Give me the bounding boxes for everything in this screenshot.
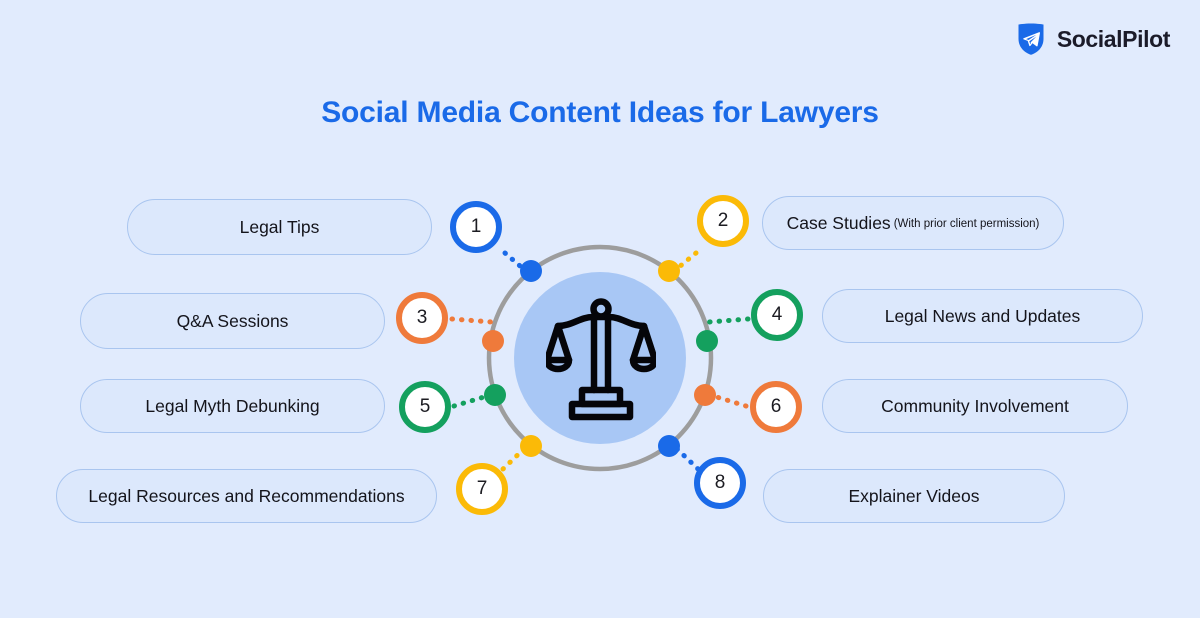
pill-label: Legal Tips bbox=[239, 216, 320, 237]
badge-7[interactable]: 7 bbox=[456, 463, 508, 515]
badge-number: 4 bbox=[771, 304, 783, 325]
pill-label: Legal Resources and Recommendations bbox=[88, 485, 405, 506]
ring-dot-5 bbox=[484, 384, 506, 406]
pill-sublabel: (With prior client permission) bbox=[893, 218, 1040, 230]
badge-number: 5 bbox=[419, 396, 431, 417]
scales-of-justice-icon bbox=[546, 298, 656, 421]
badge-number: 6 bbox=[770, 396, 782, 417]
badge-number: 3 bbox=[416, 307, 428, 328]
badge-number: 1 bbox=[470, 216, 482, 237]
badge-1[interactable]: 1 bbox=[450, 201, 502, 253]
badge-5[interactable]: 5 bbox=[399, 381, 451, 433]
ring-dot-1 bbox=[520, 260, 542, 282]
pill-label: Explainer Videos bbox=[848, 485, 980, 506]
ring-dot-3 bbox=[482, 330, 504, 352]
ring-dot-8 bbox=[658, 435, 680, 457]
ring-dot-6 bbox=[694, 384, 716, 406]
idea-pill-legal-news[interactable]: Legal News and Updates bbox=[822, 289, 1143, 343]
badge-4[interactable]: 4 bbox=[751, 289, 803, 341]
badge-number: 7 bbox=[476, 478, 488, 499]
badge-number: 8 bbox=[714, 472, 726, 493]
page-title: Social Media Content Ideas for Lawyers bbox=[321, 96, 879, 129]
idea-pill-community-involvement[interactable]: Community Involvement bbox=[822, 379, 1128, 433]
idea-pill-myth-debunking[interactable]: Legal Myth Debunking bbox=[80, 379, 385, 433]
badge-3[interactable]: 3 bbox=[396, 292, 448, 344]
brand-name: SocialPilot bbox=[1056, 25, 1171, 52]
ring-dot-4 bbox=[696, 330, 718, 352]
pill-label: Legal News and Updates bbox=[884, 305, 1081, 326]
idea-pill-legal-resources[interactable]: Legal Resources and Recommendations bbox=[56, 469, 437, 523]
idea-pill-case-studies[interactable]: Case Studies(With prior client permissio… bbox=[762, 196, 1064, 250]
badge-6[interactable]: 6 bbox=[750, 381, 802, 433]
badge-number: 2 bbox=[717, 210, 729, 231]
badge-8[interactable]: 8 bbox=[694, 457, 746, 509]
badge-2[interactable]: 2 bbox=[697, 195, 749, 247]
pill-label: Community Involvement bbox=[881, 395, 1069, 416]
ring-dot-2 bbox=[658, 260, 680, 282]
paper-plane-shield-icon bbox=[1018, 23, 1044, 55]
pill-label: Case Studies bbox=[786, 212, 891, 233]
center-hub bbox=[480, 238, 720, 478]
hub-ring bbox=[482, 244, 718, 472]
idea-pill-legal-tips[interactable]: Legal Tips bbox=[127, 199, 432, 255]
pill-label: Legal Myth Debunking bbox=[145, 395, 320, 416]
idea-pill-qa-sessions[interactable]: Q&A Sessions bbox=[80, 293, 385, 349]
idea-pill-explainer-videos[interactable]: Explainer Videos bbox=[763, 469, 1065, 523]
pill-label: Q&A Sessions bbox=[176, 310, 289, 331]
brand-logo: SocialPilot bbox=[1014, 22, 1170, 56]
ring-dot-7 bbox=[520, 435, 542, 457]
